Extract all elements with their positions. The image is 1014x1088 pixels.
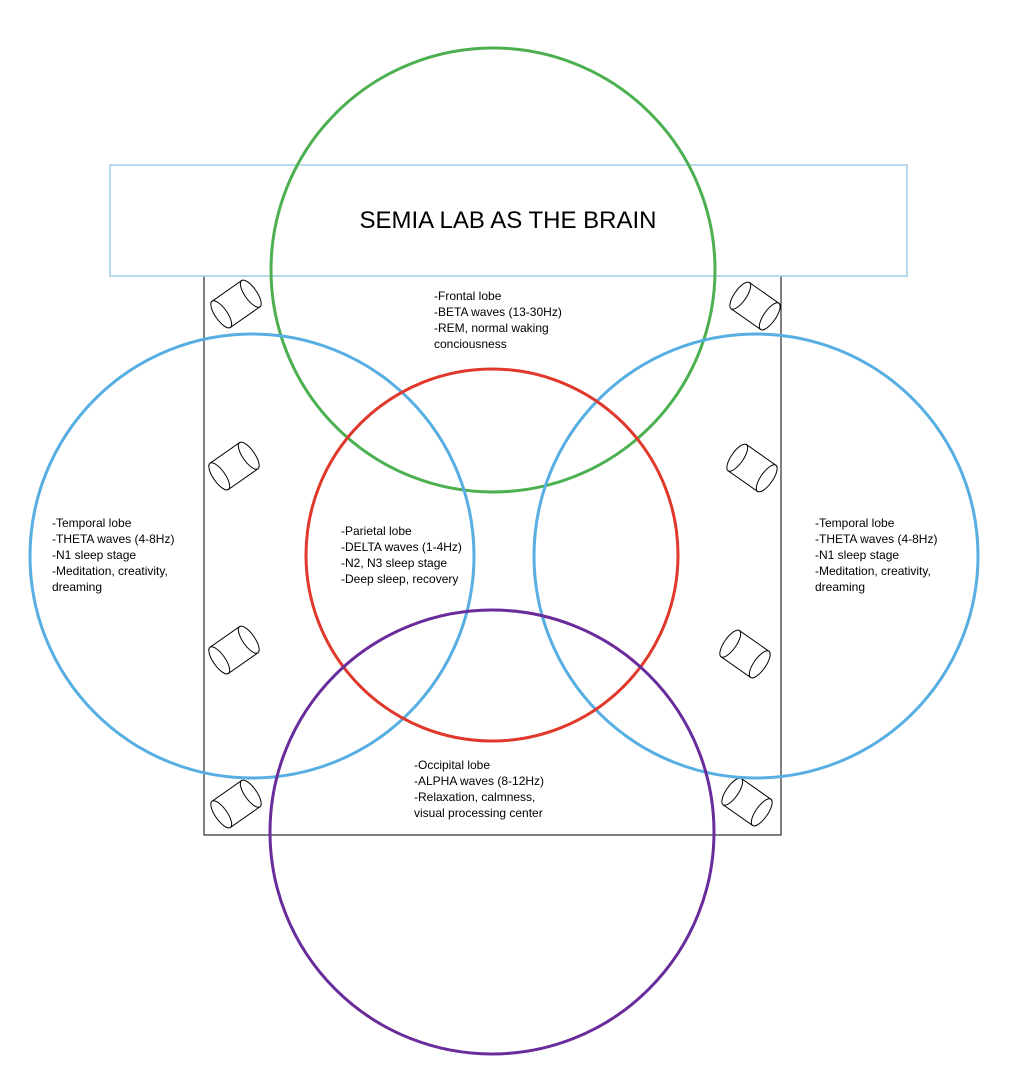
temporal-right-line: -THETA waves (4-8Hz) — [815, 532, 937, 546]
occipital-lobe-circle — [268, 608, 716, 1056]
temporal-lobe-right-circle — [532, 332, 980, 780]
occipital-line: -Relaxation, calmness, — [414, 790, 535, 804]
occipital-line: visual processing center — [414, 806, 543, 820]
frontal-line: -Frontal lobe — [434, 289, 502, 303]
occipital-lobe-label: -Occipital lobe -ALPHA waves (8-12Hz) -R… — [414, 758, 547, 820]
speaker-icon — [726, 443, 778, 493]
speaker-icon — [210, 779, 262, 829]
speaker-icon — [208, 625, 260, 675]
temporal-left-line: -N1 sleep stage — [52, 548, 136, 562]
speaker-icon — [721, 777, 773, 827]
frontal-lobe-label: -Frontal lobe -BETA waves (13-30Hz) -REM… — [434, 289, 565, 351]
parietal-lobe-circle — [304, 367, 680, 743]
temporal-lobe-left-label: -Temporal lobe -THETA waves (4-8Hz) -N1 … — [52, 516, 178, 594]
occipital-line: -Occipital lobe — [414, 758, 490, 772]
temporal-right-line: -N1 sleep stage — [815, 548, 899, 562]
frontal-line: conciousness — [434, 337, 507, 351]
temporal-left-line: dreaming — [52, 580, 102, 594]
temporal-left-line: -Temporal lobe — [52, 516, 132, 530]
temporal-lobe-right-label: -Temporal lobe -THETA waves (4-8Hz) -N1 … — [815, 516, 941, 594]
parietal-lobe-label: -Parietal lobe -DELTA waves (1-4Hz) -N2,… — [341, 524, 465, 586]
speaker-icon — [208, 441, 260, 491]
temporal-right-line: dreaming — [815, 580, 865, 594]
speaker-icon — [719, 629, 771, 679]
temporal-lobe-left-circle — [28, 332, 476, 780]
parietal-line: -Deep sleep, recovery — [341, 572, 458, 586]
speaker-icon — [210, 279, 262, 329]
occipital-line: -ALPHA waves (8-12Hz) — [414, 774, 544, 788]
parietal-line: -N2, N3 sleep stage — [341, 556, 447, 570]
title-banner — [109, 164, 908, 277]
parietal-line: -DELTA waves (1-4Hz) — [341, 540, 462, 554]
temporal-right-line: -Temporal lobe — [815, 516, 895, 530]
temporal-right-line: -Meditation, creativity, — [815, 564, 931, 578]
frontal-line: -BETA waves (13-30Hz) — [434, 305, 562, 319]
frontal-line: -REM, normal waking — [434, 321, 549, 335]
temporal-left-line: -Meditation, creativity, — [52, 564, 168, 578]
parietal-line: -Parietal lobe — [341, 524, 412, 538]
temporal-left-line: -THETA waves (4-8Hz) — [52, 532, 174, 546]
frontal-lobe-circle — [269, 46, 717, 494]
speaker-icon — [729, 281, 781, 331]
page-title: SEMIA LAB AS THE BRAIN — [360, 207, 657, 234]
